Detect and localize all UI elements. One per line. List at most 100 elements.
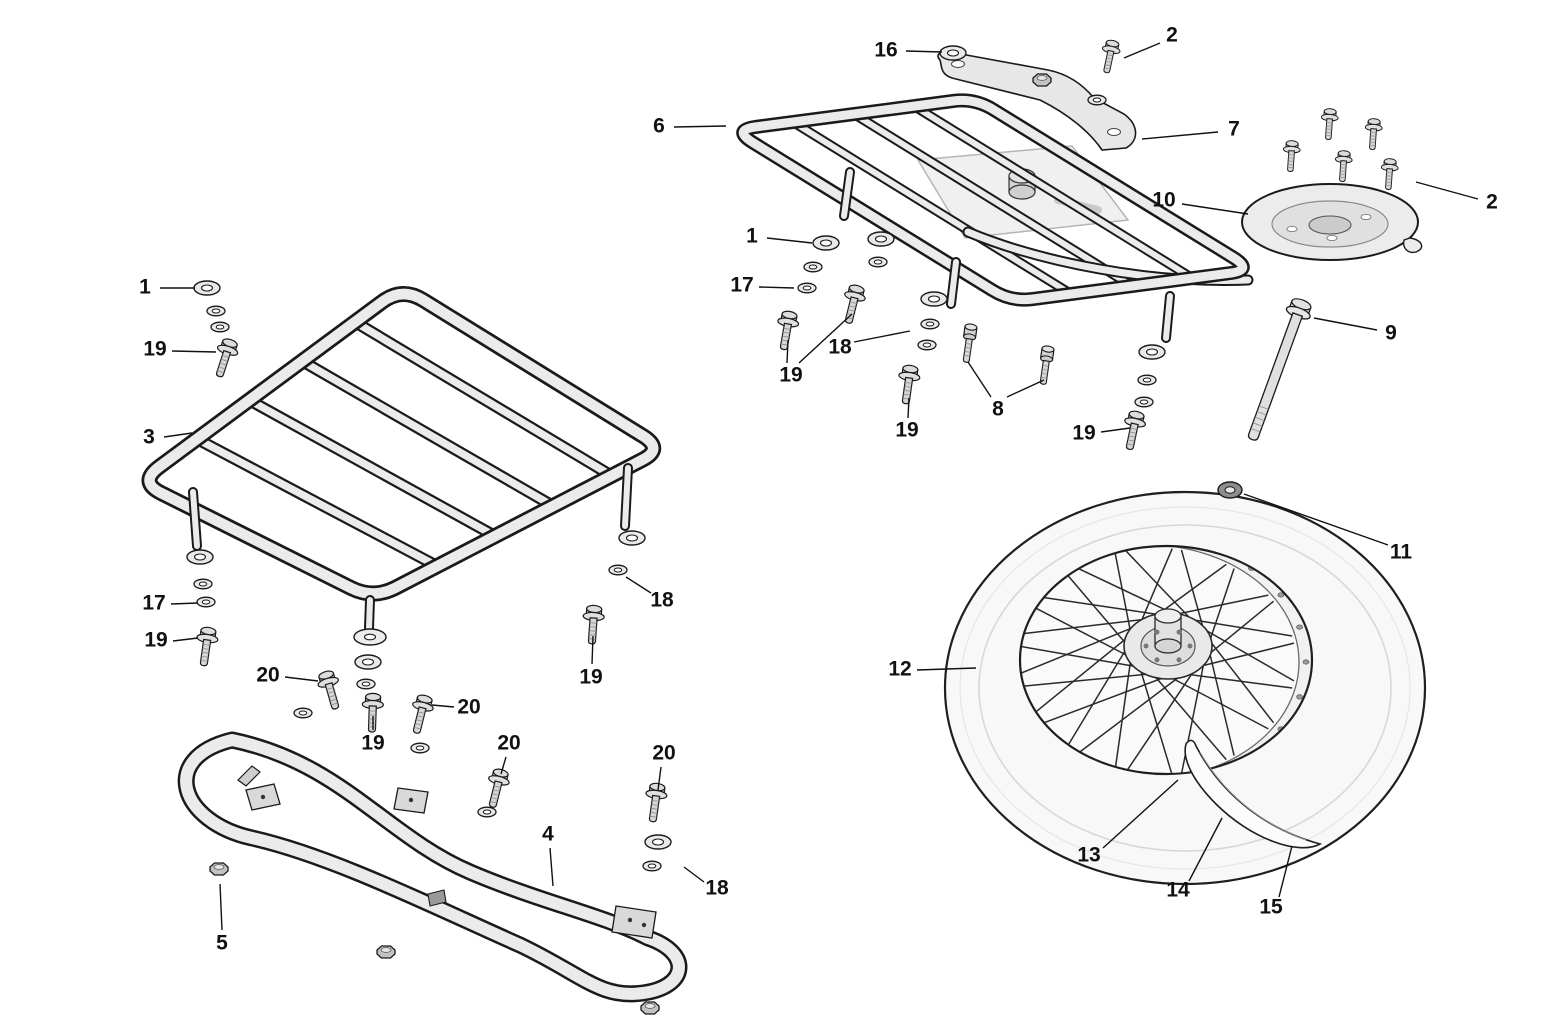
spring-washer-18 [608,564,628,576]
nut-5 [209,862,229,876]
callout-label: 17 [730,274,753,297]
leader-line [758,286,795,289]
callout-label: 16 [874,39,897,62]
callout-label: 19 [1072,422,1095,445]
leader-line [673,125,727,128]
lock-washer [477,806,497,818]
callout-label: 4 [542,823,554,846]
callout-label: 18 [650,589,674,612]
leader-line [1123,42,1161,59]
lock-washer [1134,396,1154,408]
leader-line [786,339,789,364]
flat-washer [354,654,382,670]
leader-line [766,237,813,244]
flat-washer [868,256,888,268]
callout-label: 5 [216,932,228,955]
nut-5 [640,1001,660,1015]
callout-label: 20 [256,664,279,687]
callout-label: 19 [361,732,384,755]
lock-washer-17 [196,596,216,608]
leader-line [1102,779,1179,849]
bolt-2 [1097,38,1123,75]
leader-line [549,847,554,887]
disc-tab [1402,237,1423,254]
flat-washer [867,231,895,247]
callout-label: 6 [653,115,665,138]
callout-label: 14 [1166,879,1190,902]
leader-line [219,883,223,931]
callout-label: 19 [895,419,918,442]
flat-washer [920,291,948,307]
bolt-8 [959,322,978,364]
callout-label: 15 [1259,896,1283,919]
bolt-2 [1333,149,1354,183]
wheel-hub [1123,608,1213,680]
flat-washer [353,628,387,646]
bracket-bolt-head [1032,73,1052,87]
callout-label: 20 [457,696,480,719]
bolt-2 [1363,117,1384,151]
leader-line [284,676,319,682]
luggage-rack-3 [141,286,662,633]
frame-bracket [611,905,657,939]
washer-11 [1217,481,1243,499]
flat-washer-1 [812,235,840,251]
leader-line [625,576,652,594]
leader-line [907,397,910,419]
bracket-hole [951,60,965,68]
callout-label: 8 [992,398,1004,421]
leader-line [1313,317,1378,331]
bolt-8 [1036,344,1055,386]
leader-line [170,602,199,605]
leader-line [172,637,199,642]
lock-washer [917,339,937,351]
callout-label: 1 [139,276,151,299]
leader-line [798,313,853,364]
bolt-2 [1319,107,1340,141]
leader-line [500,756,507,775]
spring-washer-18 [920,318,940,330]
nut-5 [376,945,396,959]
leader-line [1141,131,1219,140]
spring-washer-18 [642,860,662,872]
leader-line [1100,427,1131,433]
callout-label: 19 [779,364,802,387]
bolt-20 [481,766,513,811]
frame-tab [427,889,447,907]
flat-washer [1087,94,1107,106]
callout-label: 12 [888,658,911,681]
bolt-2 [1281,139,1302,173]
callout-label: 10 [1152,189,1175,212]
callout-label: 17 [142,592,165,615]
flat-washer [186,549,214,565]
lock-washer-17 [797,282,817,294]
leader-line [171,350,217,353]
callout-label: 20 [497,732,520,755]
bolt-20 [641,781,669,824]
hub-bolt-dots [1143,629,1193,663]
flat-washer-18 [644,834,672,850]
flat-washer [193,578,213,590]
lock-washer [293,707,313,719]
callout-label: 13 [1077,844,1100,867]
callout-label: 20 [652,742,675,765]
bolt-20 [314,668,347,713]
lock-washer [410,742,430,754]
bolt-19 [192,625,220,668]
spare-wheel [943,490,1427,886]
bolt-19 [1118,408,1149,453]
washer-16 [939,45,967,61]
wheel-spokes [1001,548,1295,776]
bolt-9 [1239,295,1316,445]
leader-line [683,866,705,883]
leader-line [1181,203,1249,215]
bolt-19 [208,335,242,381]
callout-label: 19 [144,629,167,652]
flat-washer-1 [193,280,221,296]
leader-line [967,361,992,398]
callout-label: 19 [143,338,166,361]
callout-label: 18 [705,877,729,900]
callout-label: 7 [1228,118,1240,141]
